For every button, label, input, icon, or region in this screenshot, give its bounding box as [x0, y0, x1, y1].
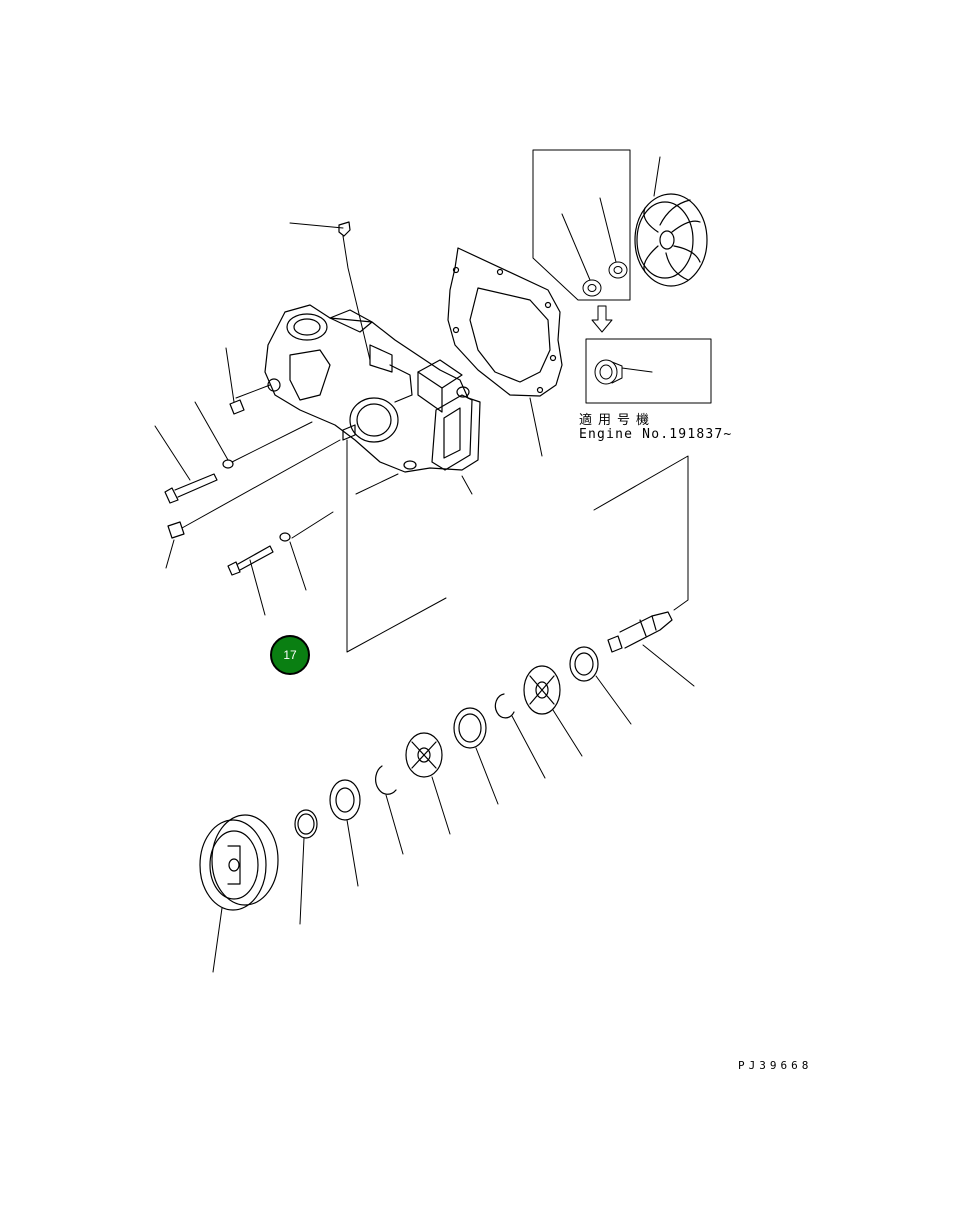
- applicable-machine-label: 適用号機: [579, 413, 656, 428]
- bearing-2: [329, 779, 361, 821]
- dowel-pin: [167, 521, 185, 539]
- replacement-seal-box: [585, 338, 712, 404]
- snap-ring-1: [494, 693, 515, 719]
- long-bolt-upper: [164, 473, 218, 504]
- bearing-ball-2: [405, 732, 443, 778]
- callout-number: 17: [283, 648, 297, 662]
- pulley: [199, 814, 279, 911]
- spacer-ring: [453, 707, 487, 749]
- washer-upper: [222, 459, 234, 469]
- bearing-1: [569, 646, 599, 682]
- inset-box-seals: [532, 149, 631, 301]
- plug: [338, 221, 351, 237]
- callout-badge[interactable]: 17: [270, 635, 310, 675]
- snap-ring-2: [375, 765, 397, 795]
- impeller: [634, 193, 708, 287]
- gasket: [447, 247, 563, 397]
- down-arrow-icon: [591, 305, 613, 333]
- leader-lines: [154, 156, 695, 973]
- ring-small: [294, 809, 318, 839]
- small-bolt: [229, 399, 245, 415]
- pump-housing: [264, 304, 481, 473]
- shaft: [607, 611, 673, 653]
- long-bolt-lower: [227, 545, 274, 576]
- engine-serial-label: Engine No.191837~: [579, 427, 733, 442]
- bearing-ball-1: [523, 665, 561, 715]
- washer-lower: [279, 532, 291, 542]
- drawing-code: PJ39668: [738, 1059, 813, 1072]
